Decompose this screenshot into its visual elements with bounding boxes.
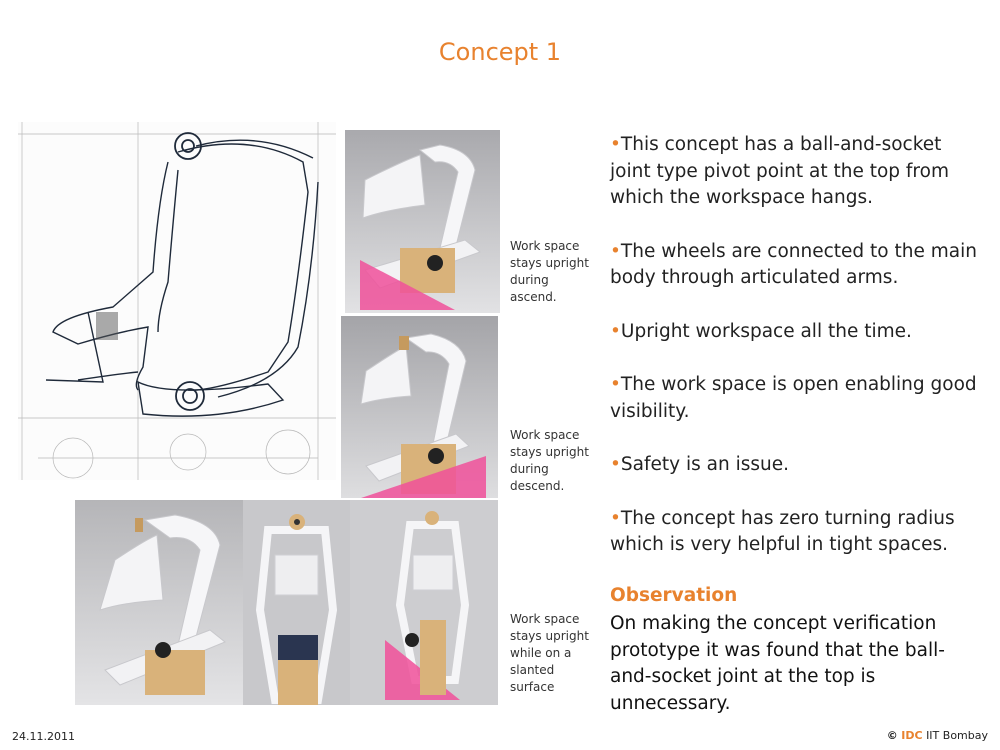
prototype-slanted-front-photo [243, 500, 350, 705]
concept-sketch-image [18, 122, 336, 480]
copyright-icon: © [886, 729, 898, 742]
bullet-item: •The concept has zero turning radius whi… [610, 507, 955, 556]
caption-ascend: Work space stays upright during ascend. [510, 239, 589, 304]
caption-descend: Work space stays upright during descend. [510, 428, 589, 493]
observation-heading: Observation [610, 585, 738, 606]
prototype-ascend-photo [345, 130, 500, 313]
bullet-marker: • [610, 454, 621, 475]
prototype-slanted-side-photo [75, 500, 243, 705]
slide-title: Concept 1 [438, 38, 562, 66]
bullet-marker: • [610, 374, 621, 395]
prototype-descend-photo [341, 316, 498, 498]
observation-text: On making the concept verification proto… [610, 613, 945, 714]
footer-organization: © IDC IIT Bombay [887, 729, 988, 742]
bullet-item: •The wheels are connected to the main bo… [610, 240, 977, 289]
bullet-marker: • [610, 507, 621, 529]
bullet-item: •The work space is open enabling good vi… [610, 374, 977, 422]
bullet-marker: • [610, 240, 621, 262]
bullet-item: •Safety is an issue. [610, 454, 789, 475]
bullet-item: •This concept has a ball-and-socket join… [610, 134, 949, 208]
bullet-marker: • [610, 320, 621, 342]
brand-logo-text: IDC [901, 729, 923, 742]
caption-slanted: Work space stays upright while on a slan… [510, 612, 589, 694]
bullet-item: •Upright workspace all the time. [610, 320, 912, 342]
concept-bullet-list: •This concept has a ball-and-socket join… [610, 132, 980, 586]
prototype-slanted-angle-photo [350, 500, 498, 705]
bullet-marker: • [610, 134, 621, 155]
institution-name: IIT Bombay [926, 729, 988, 742]
footer-date: 24.11.2011 [12, 730, 75, 743]
